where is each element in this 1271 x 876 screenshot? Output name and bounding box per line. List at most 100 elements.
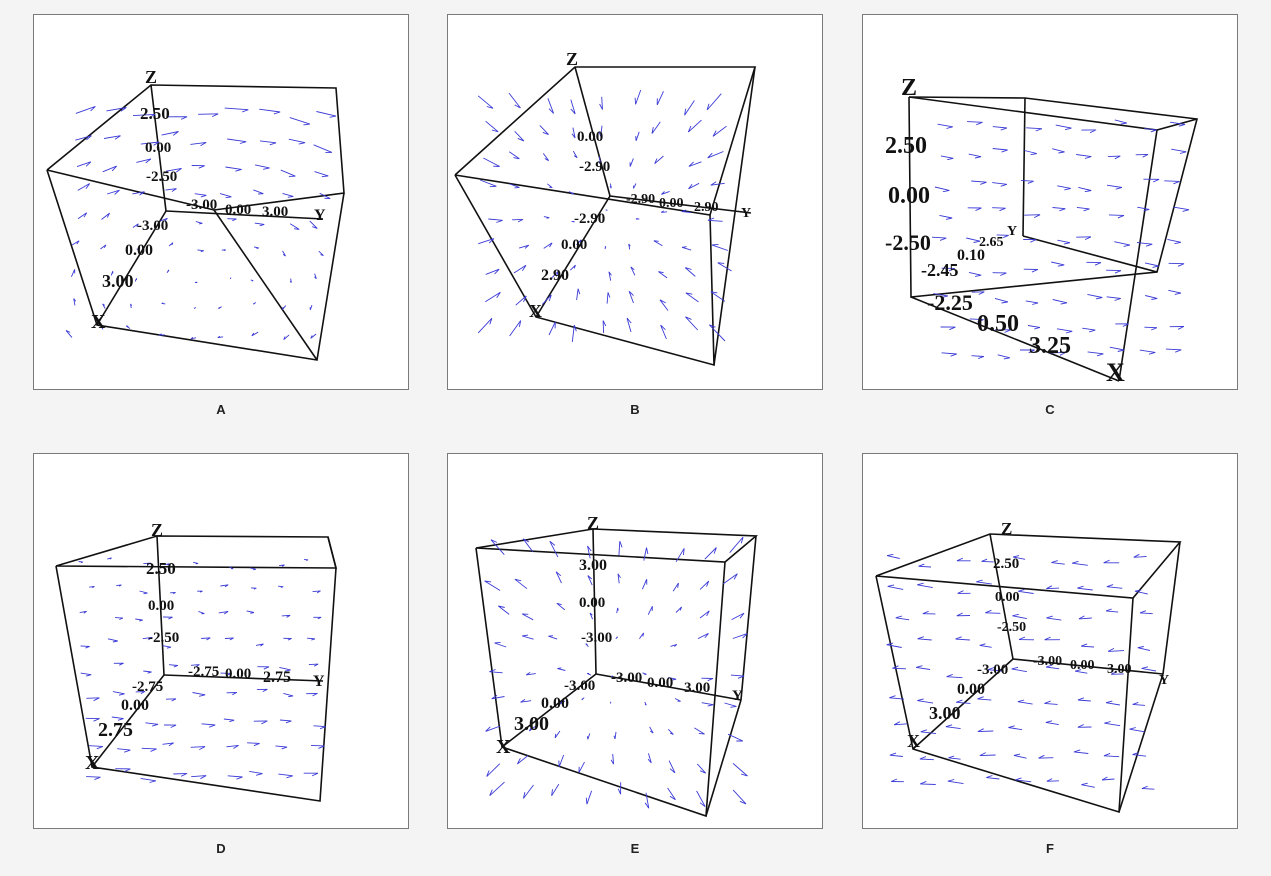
x-tick: 0.00 (561, 237, 587, 253)
field-arrow (1049, 351, 1066, 356)
field-arrow (190, 141, 207, 147)
field-arrow (170, 592, 176, 595)
field-arrow (1114, 241, 1131, 247)
field-arrow (521, 613, 534, 621)
field-arrow (101, 212, 111, 220)
field-arrow (610, 675, 614, 678)
x-tick: 2.75 (98, 719, 133, 741)
field-arrow (1057, 185, 1071, 191)
field-arrow (688, 182, 700, 190)
x-axis-label: X (907, 731, 920, 751)
z-tick: 2.50 (146, 559, 176, 578)
field-arrow (946, 673, 963, 679)
field-arrow (125, 325, 131, 329)
field-arrow (649, 726, 654, 734)
x-tick: 0.00 (125, 242, 153, 259)
field-arrow (1141, 666, 1157, 672)
field-arrow (1114, 119, 1128, 125)
field-arrow (551, 783, 560, 797)
field-arrow (1046, 585, 1060, 590)
field-arrow (289, 278, 292, 283)
field-arrow (598, 156, 602, 165)
field-arrow (167, 116, 188, 120)
field-arrow (1024, 150, 1037, 156)
field-arrow (163, 616, 173, 620)
field-arrow (282, 192, 294, 198)
field-arrow (197, 590, 203, 593)
field-arrow (65, 329, 73, 338)
field-arrow (1082, 327, 1096, 333)
field-arrow (224, 637, 234, 641)
field-arrow (654, 155, 664, 165)
field-arrow (226, 692, 238, 696)
field-arrow (73, 298, 77, 306)
field-arrow (1074, 669, 1088, 674)
field-arrow (986, 775, 1000, 780)
field-arrow (283, 692, 294, 698)
field-arrow (635, 217, 640, 220)
field-arrow (306, 693, 318, 697)
field-arrow (253, 720, 268, 725)
field-arrow (541, 294, 552, 305)
field-arrow (555, 571, 562, 584)
field-arrow (684, 267, 696, 277)
field-arrow (218, 306, 222, 310)
field-arrow (995, 329, 1011, 333)
field-arrow (656, 91, 664, 106)
field-arrow (602, 320, 607, 334)
field-arrow (681, 209, 691, 213)
field-arrow (488, 218, 503, 223)
field-arrow (116, 584, 122, 587)
field-arrow (696, 763, 707, 774)
x-tick: 3.00 (102, 271, 134, 291)
field-arrow (933, 293, 949, 299)
field-arrow (610, 753, 615, 765)
field-arrow (106, 189, 120, 195)
field-arrow (886, 553, 900, 559)
field-arrow (514, 578, 528, 590)
y-tick: 2.90 (694, 200, 719, 215)
field-arrow (1103, 752, 1120, 758)
y-tick: 3.00 (1107, 662, 1132, 677)
z-tick: 2.50 (993, 556, 1019, 572)
field-arrow (1144, 128, 1157, 133)
field-arrow (977, 728, 994, 733)
field-arrow (281, 614, 291, 618)
field-arrow (485, 725, 501, 732)
field-arrow (696, 790, 706, 808)
x-tick: -3.00 (977, 662, 1008, 678)
y-tick: 0.00 (1070, 658, 1095, 673)
field-arrow (1136, 242, 1153, 247)
field-arrow (956, 557, 971, 562)
x-tick: -3.00 (564, 678, 595, 694)
field-arrow (117, 748, 131, 753)
field-arrow (106, 107, 127, 112)
field-arrow (613, 731, 617, 740)
field-arrow (918, 563, 932, 568)
panel-label-a: A (216, 402, 226, 417)
field-arrow (634, 89, 642, 105)
z-axis-label: Z (151, 520, 163, 540)
field-arrow (615, 636, 618, 640)
field-arrow (617, 782, 622, 795)
field-arrow (660, 210, 668, 213)
field-arrow (569, 264, 576, 271)
x-tick: -2.25 (927, 290, 973, 315)
field-arrow (931, 236, 947, 241)
field-arrow (1107, 647, 1125, 652)
field-arrow (498, 605, 510, 615)
y-tick: 0.00 (647, 675, 673, 691)
field-arrow (708, 324, 726, 342)
y-tick: 3.00 (684, 680, 710, 696)
field-arrow (1144, 262, 1159, 268)
field-arrow (668, 676, 677, 681)
field-arrow (576, 288, 581, 301)
field-arrow (1104, 721, 1121, 727)
field-arrow (1168, 262, 1185, 267)
field-arrow (549, 270, 559, 280)
field-arrow (254, 222, 265, 227)
field-arrow (279, 666, 291, 672)
field-arrow (79, 610, 87, 614)
field-arrow (168, 242, 174, 247)
field-arrow (319, 192, 331, 199)
